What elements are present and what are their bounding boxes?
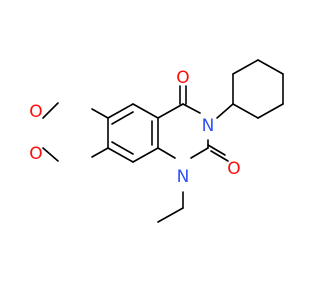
- bond: [157, 147, 176, 159]
- bond: [207, 144, 226, 156]
- bond: [111, 141, 134, 155]
- bond: [132, 147, 159, 163]
- bond: [132, 103, 159, 119]
- bond: [232, 59, 259, 75]
- bond: [107, 147, 134, 163]
- methoxy-oxygen-6: O: [29, 102, 42, 122]
- carbonyl-oxygen-right: O: [227, 159, 240, 179]
- bond: [257, 103, 284, 119]
- bond: [91, 147, 109, 158]
- atom-labels: O O N N O O: [29, 68, 240, 187]
- bond: [111, 111, 134, 125]
- bond: [190, 147, 209, 159]
- molecule-structure: O O N N O O: [29, 59, 284, 223]
- bond: [210, 150, 229, 162]
- bond: [107, 103, 134, 119]
- bond: [257, 59, 284, 75]
- methoxy-oxygen-7: O: [29, 144, 42, 164]
- bond: [182, 103, 201, 114]
- bonds: [42, 59, 284, 223]
- bond: [232, 103, 259, 119]
- bond: [157, 103, 184, 119]
- bond: [91, 108, 109, 119]
- bond: [42, 147, 59, 162]
- carbonyl-oxygen-top: O: [176, 68, 189, 88]
- structure-canvas: O O N N O O: [29, 59, 284, 223]
- nitrogen-n1: N: [177, 167, 190, 187]
- nitrogen-n3: N: [202, 116, 215, 136]
- bond: [157, 207, 184, 223]
- bond: [42, 102, 59, 119]
- bond: [216, 103, 234, 119]
